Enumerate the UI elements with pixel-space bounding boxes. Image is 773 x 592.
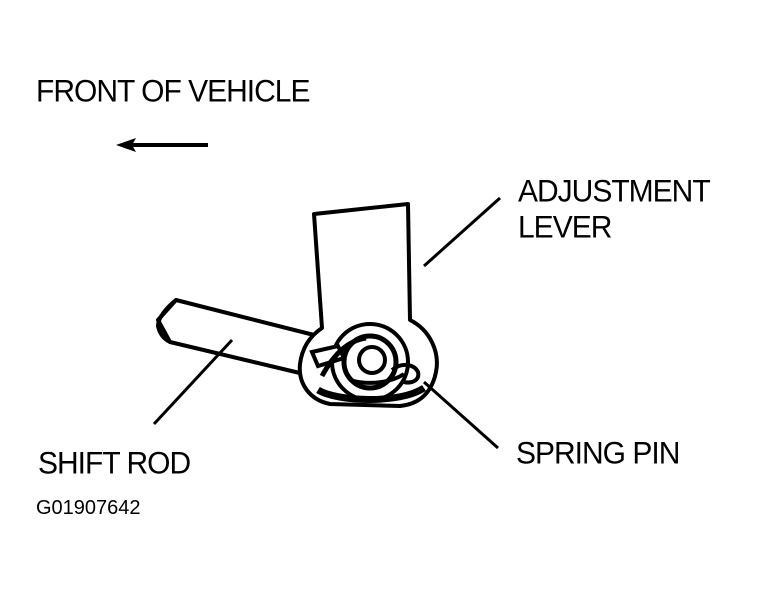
adjustment-lever-label-line1: ADJUSTMENT (518, 174, 711, 209)
shift-rod-label: SHIFT ROD (38, 446, 191, 481)
figure-id: G01907642 (36, 497, 141, 519)
shift-rod (155, 298, 320, 376)
spring-pin (309, 335, 421, 385)
left-arrow-icon (116, 138, 208, 152)
adjustment-lever-label-line2: LEVER (518, 210, 612, 245)
spring-pin-leader (423, 380, 499, 450)
front-of-vehicle-label: FRONT OF VEHICLE (36, 74, 310, 109)
spring-pin-label: SPRING PIN (516, 436, 680, 471)
shift-rod-leader (152, 338, 234, 426)
adjustment-lever-leader (422, 196, 502, 268)
